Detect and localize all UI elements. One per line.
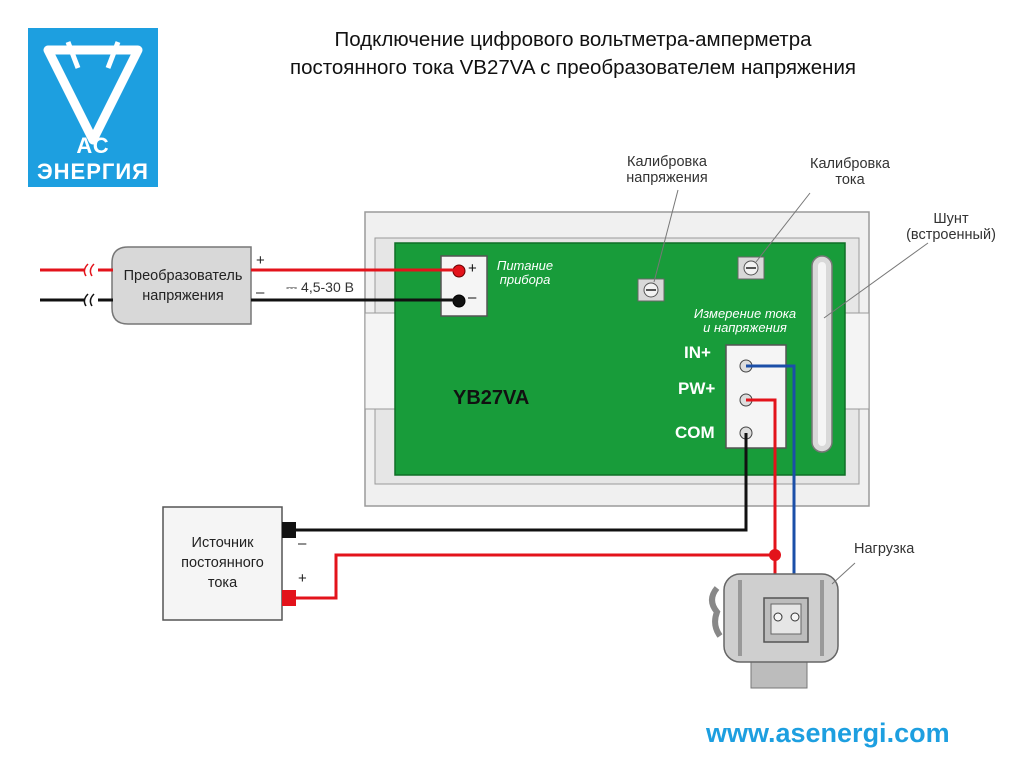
pin-com-label: COM bbox=[675, 423, 715, 442]
power-minus-sign: – bbox=[468, 289, 477, 306]
shunt-label-line-1: Шунт bbox=[933, 211, 969, 227]
shunt-bar bbox=[811, 255, 833, 453]
converter-label-line-2: напряжения bbox=[142, 288, 224, 304]
power-terminal-block bbox=[440, 255, 488, 317]
pin-pw-plus-label: PW+ bbox=[678, 379, 716, 398]
converter-plus-sign: + bbox=[256, 252, 265, 269]
measurement-terminal-block bbox=[725, 344, 787, 449]
motor-icon bbox=[709, 573, 839, 689]
source-plus-wire bbox=[296, 553, 775, 600]
current-calibration-line-1: Калибровка bbox=[810, 156, 890, 172]
current-calibration-line-2: тока bbox=[835, 172, 865, 188]
title-line-2: постоянного тока VB27VA с преобразовател… bbox=[289, 56, 857, 79]
in-plus-wire bbox=[746, 364, 796, 612]
measurement-label-line-1: Измерение тока bbox=[693, 306, 797, 321]
converter-label-line-1: Преобразователь bbox=[123, 268, 243, 284]
logo-triangle-icon bbox=[43, 41, 143, 145]
source-label-line-3: тока bbox=[207, 575, 238, 591]
converter-minus-sign: – bbox=[256, 284, 265, 301]
source-plus-sign: + bbox=[298, 570, 307, 587]
measurement-label-line-2: и напряжения bbox=[703, 320, 787, 335]
voltage-calibration-line-1: Калибровка bbox=[627, 154, 707, 170]
current-trimmer bbox=[737, 256, 765, 280]
load-label: Нагрузка bbox=[854, 541, 915, 557]
supply-voltage-label: ⎓ 4,5-30 В bbox=[286, 279, 354, 295]
callout-lines bbox=[653, 189, 929, 585]
power-label-line-1: Питание bbox=[496, 258, 554, 273]
voltage-trimmer bbox=[637, 278, 665, 302]
com-wire bbox=[296, 433, 748, 532]
dc-source-box bbox=[162, 506, 283, 621]
source-minus-sign: – bbox=[298, 535, 307, 552]
source-plus-terminal bbox=[282, 590, 296, 606]
converter-input-wires bbox=[40, 263, 113, 307]
website-link[interactable]: www.asenergi.com bbox=[706, 718, 950, 748]
source-label-line-1: Источник bbox=[191, 535, 254, 551]
power-plus-sign: + bbox=[468, 260, 477, 277]
voltage-calibration-line-2: напряжения bbox=[626, 170, 708, 186]
power-label-line-2: прибора bbox=[499, 272, 551, 287]
source-label-line-2: постоянного bbox=[181, 555, 264, 571]
logo-text: АС ЭНЕРГИЯ bbox=[37, 133, 149, 184]
model-label: YB27VA bbox=[453, 387, 530, 409]
company-logo: АС ЭНЕРГИЯ bbox=[28, 28, 158, 187]
shunt-label-line-2: (встроенный) bbox=[906, 227, 996, 243]
title-line-1: Подключение цифрового вольтметра-амперме… bbox=[334, 28, 812, 51]
source-minus-terminal bbox=[282, 522, 296, 538]
converter-box bbox=[111, 246, 252, 325]
junction-dot bbox=[769, 549, 781, 561]
pw-plus-wire bbox=[746, 398, 777, 612]
pin-in-plus-label: IN+ bbox=[684, 343, 711, 362]
